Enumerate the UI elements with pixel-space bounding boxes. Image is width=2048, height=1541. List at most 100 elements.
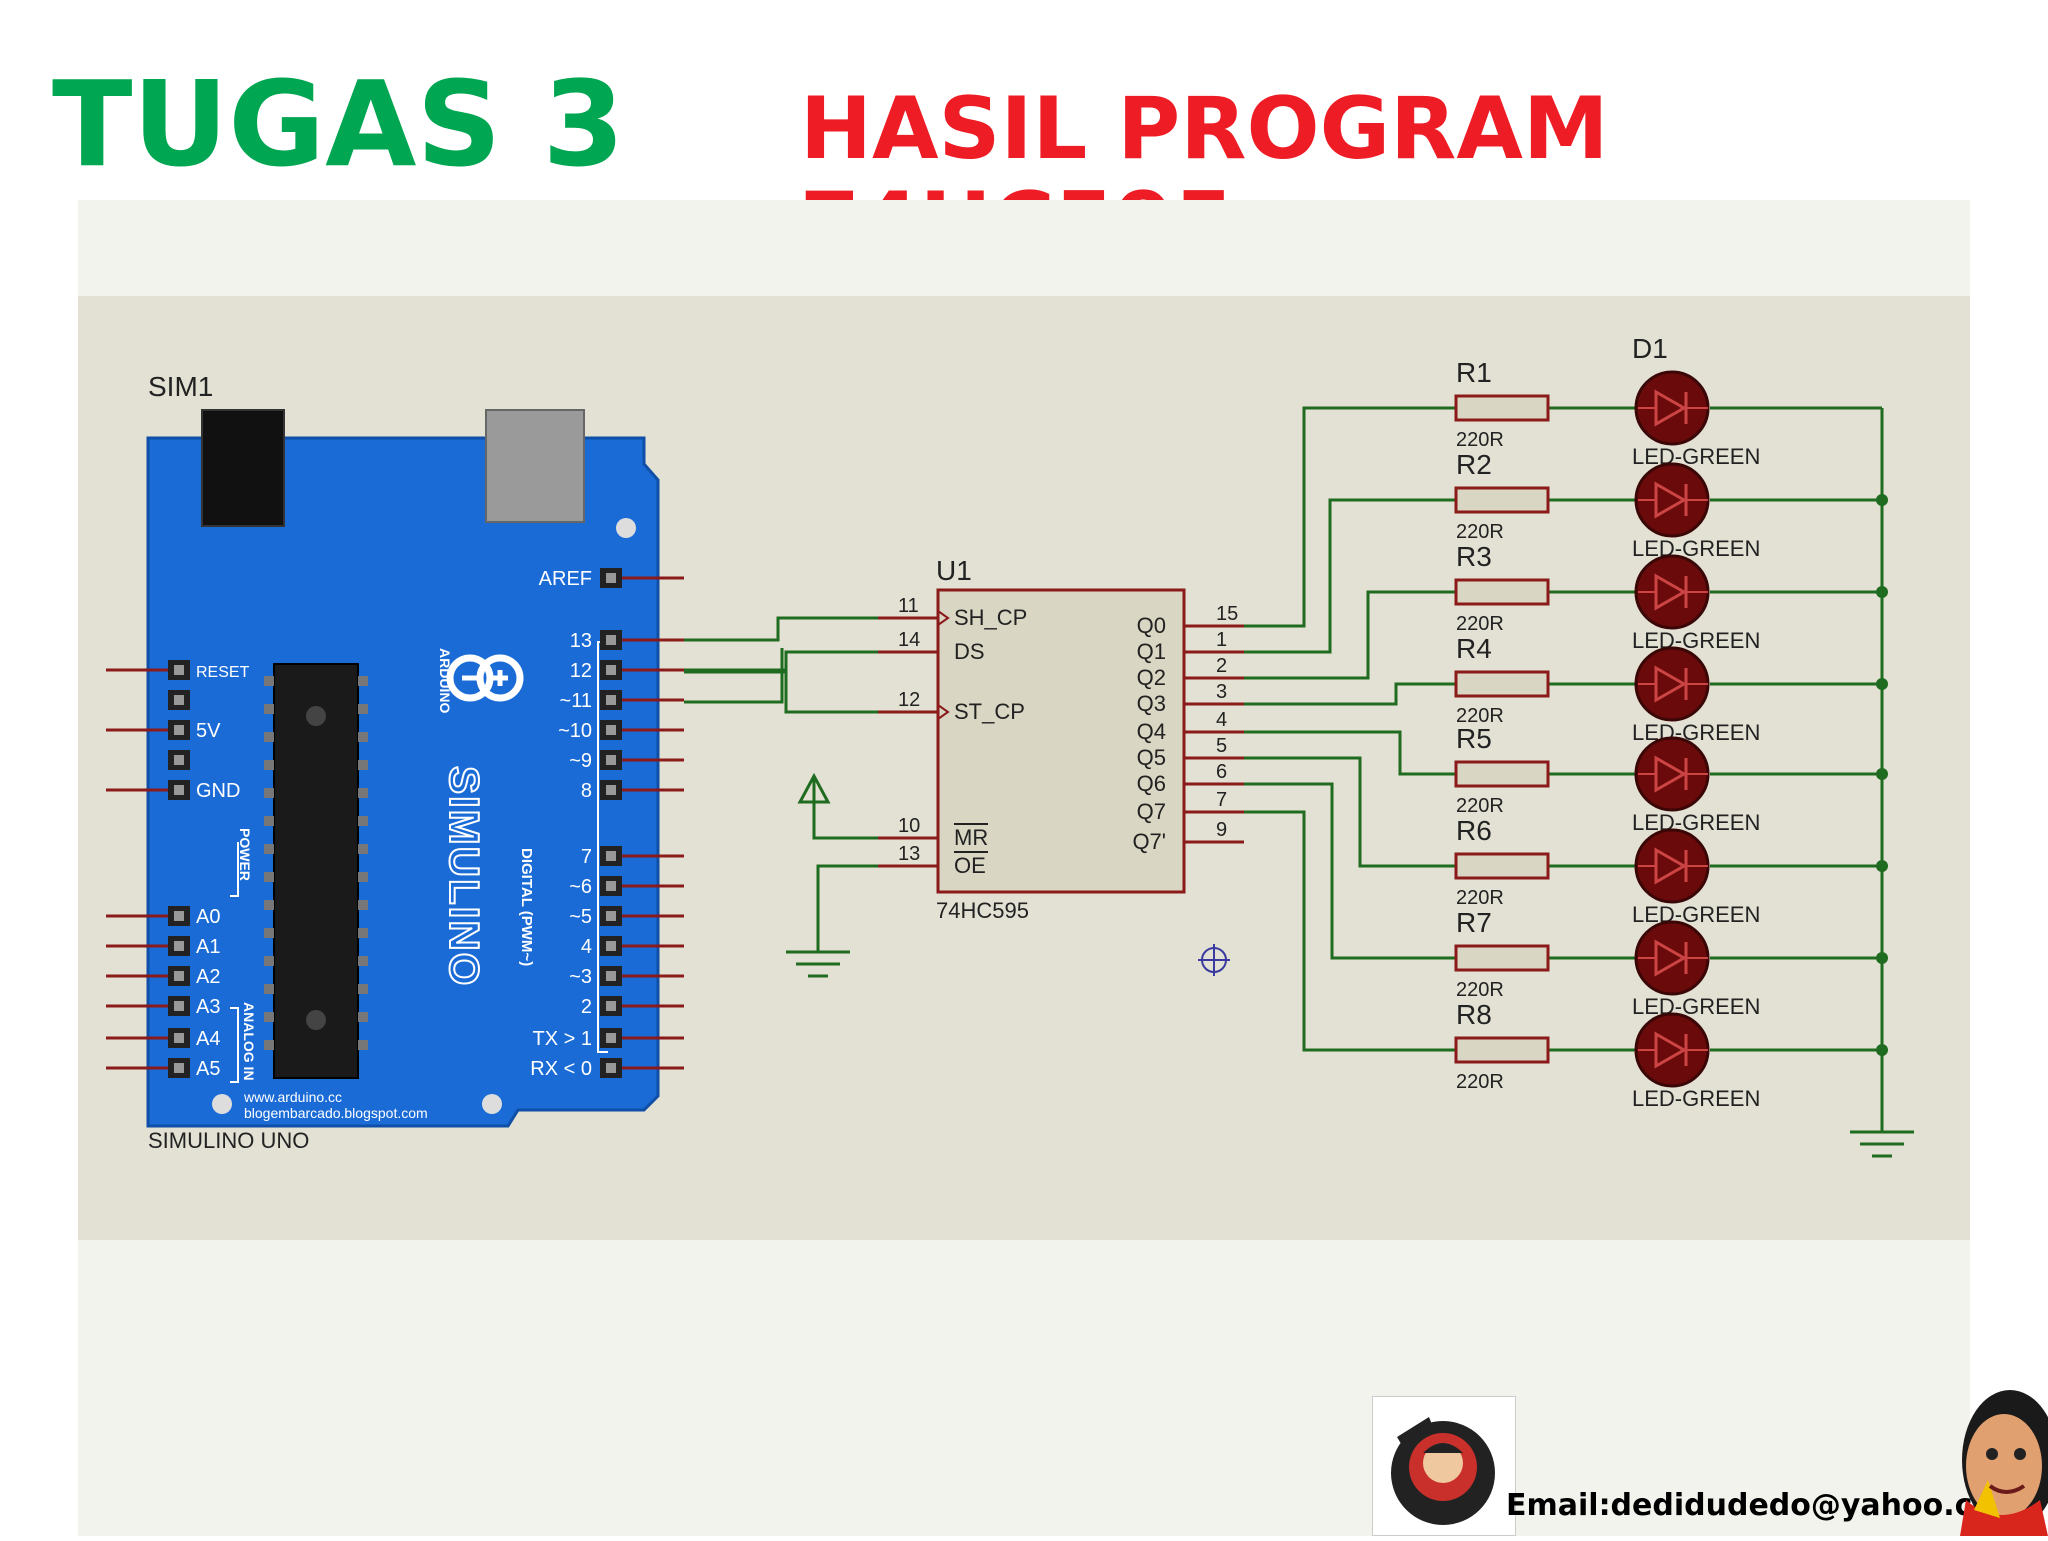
arduino-board: SIM1 ARDUINO SIMULINO POWER ANALOG IN DI…	[106, 371, 684, 1153]
arduino-pin-label: 4	[581, 936, 592, 958]
chip-leg	[264, 900, 274, 910]
resistor-ref: R7	[1456, 907, 1492, 938]
led-label: LED-GREEN	[1632, 536, 1760, 561]
resistor-value: 220R	[1456, 521, 1504, 543]
resistor-value: 220R	[1456, 613, 1504, 635]
resistor-ref: R1	[1456, 357, 1492, 388]
resistor-ref: R3	[1456, 541, 1492, 572]
header-pin-hole	[174, 1001, 184, 1011]
chip-leg	[264, 956, 274, 966]
chip-pin-number: 9	[1216, 819, 1227, 841]
ground-symbol-icon	[786, 950, 850, 978]
resistor-value: 220R	[1456, 705, 1504, 727]
header-pin-hole	[174, 971, 184, 981]
chip-pin-number: 2	[1216, 655, 1227, 677]
output-wire	[1244, 756, 1456, 868]
chip-leg	[358, 760, 368, 770]
chip-pin-name: Q7'	[1132, 829, 1166, 854]
header-pin-hole	[606, 785, 616, 795]
resistor-value: 220R	[1456, 1071, 1504, 1093]
chip-pin-number: 13	[898, 843, 920, 865]
chip-notch-icon	[306, 706, 326, 726]
group-digital-label: DIGITAL (PWM~)	[518, 848, 535, 966]
resistor-value: 220R	[1456, 887, 1504, 909]
chip-pin-name: Q2	[1137, 665, 1166, 690]
chip-pin-name: MR	[954, 825, 988, 850]
led-label: LED-GREEN	[1632, 902, 1760, 927]
header-pin-hole	[606, 1063, 616, 1073]
chip-leg	[358, 844, 368, 854]
header-pin-hole	[174, 755, 184, 765]
arduino-pin-label: 5V	[196, 720, 221, 742]
led-label: LED-GREEN	[1632, 1086, 1760, 1111]
clock-mark-icon	[937, 704, 950, 720]
mount-hole-icon	[616, 518, 636, 538]
header-pin-hole	[606, 725, 616, 735]
chip-notch-icon	[306, 1010, 326, 1030]
chip-leg	[264, 732, 274, 742]
mcu-chip-icon	[273, 663, 359, 1079]
resistor-value: 220R	[1456, 429, 1504, 451]
led-label: LED-GREEN	[1632, 720, 1760, 745]
resistor-ref: R2	[1456, 449, 1492, 480]
slide-title: TUGAS 3	[52, 55, 625, 193]
chip-leg	[358, 788, 368, 798]
chip-leg	[358, 816, 368, 826]
arduino-pin-label: 7	[581, 846, 592, 868]
chip-leg	[358, 1012, 368, 1022]
chip-leg	[358, 984, 368, 994]
header-pin-hole	[606, 1033, 616, 1043]
resistor-ref: R4	[1456, 633, 1492, 664]
chip-pin-name: Q5	[1137, 745, 1166, 770]
chip-pin-number: 6	[1216, 761, 1227, 783]
arduino-pin-label: A0	[196, 906, 220, 928]
arduino-pin-label: A4	[196, 1028, 220, 1050]
output-wires	[1244, 406, 1888, 1056]
group-analog-label: ANALOG IN	[241, 1002, 257, 1081]
arduino-ref: SIM1	[148, 371, 213, 402]
resistor-value: 220R	[1456, 795, 1504, 817]
chip-pin-name: SH_CP	[954, 605, 1027, 630]
chip-body	[936, 588, 1186, 894]
arduino-pin-label: 2	[581, 996, 592, 1018]
header-pin-hole	[606, 695, 616, 705]
chip-leg	[264, 760, 274, 770]
chip-pin-number: 5	[1216, 735, 1227, 757]
arduino-pin-label: AREF	[539, 568, 592, 590]
chip-pin-name: Q6	[1137, 771, 1166, 796]
footer-email: Email:dedidudedo@yahoo.com	[1506, 1488, 2025, 1523]
led-label: LED-GREEN	[1632, 810, 1760, 835]
brand-name: SIMULINO	[441, 766, 488, 987]
chip-leg	[358, 704, 368, 714]
chip-pin-number: 3	[1216, 681, 1227, 703]
chip-pin-number: 7	[1216, 789, 1227, 811]
header-pin-hole	[606, 665, 616, 675]
chip-leg	[264, 816, 274, 826]
brand-small: ARDUINO	[437, 648, 453, 713]
chip-pin-number: 11	[898, 595, 919, 617]
arduino-pin-label: ~6	[569, 876, 592, 898]
chip-leg	[358, 928, 368, 938]
arduino-name: SIMULINO UNO	[148, 1128, 309, 1153]
arduino-pin-label: ~9	[569, 750, 592, 772]
arduino-logo-icon	[446, 654, 524, 702]
resistor-value: 220R	[1456, 979, 1504, 1001]
chip-leg	[264, 788, 274, 798]
header-pin-hole	[174, 1063, 184, 1073]
output-wire	[1244, 810, 1456, 1052]
header-pin-hole	[174, 725, 184, 735]
resistor-group: R1220RR2220RR3220RR4220RR5220RR6220RR722…	[1454, 357, 1550, 1093]
mount-hole-icon	[212, 1094, 232, 1114]
output-wire	[1244, 406, 1456, 628]
resistor-body	[1454, 670, 1550, 698]
chip-leg	[264, 676, 274, 686]
author-logo-icon	[1372, 1396, 1516, 1536]
chip-leg	[264, 928, 274, 938]
led-ref: D1	[1632, 333, 1668, 364]
chip-pin-number: 14	[898, 629, 920, 651]
chip-leg	[358, 956, 368, 966]
board-url-1: www.arduino.cc	[243, 1089, 342, 1105]
header-pin-hole	[606, 755, 616, 765]
